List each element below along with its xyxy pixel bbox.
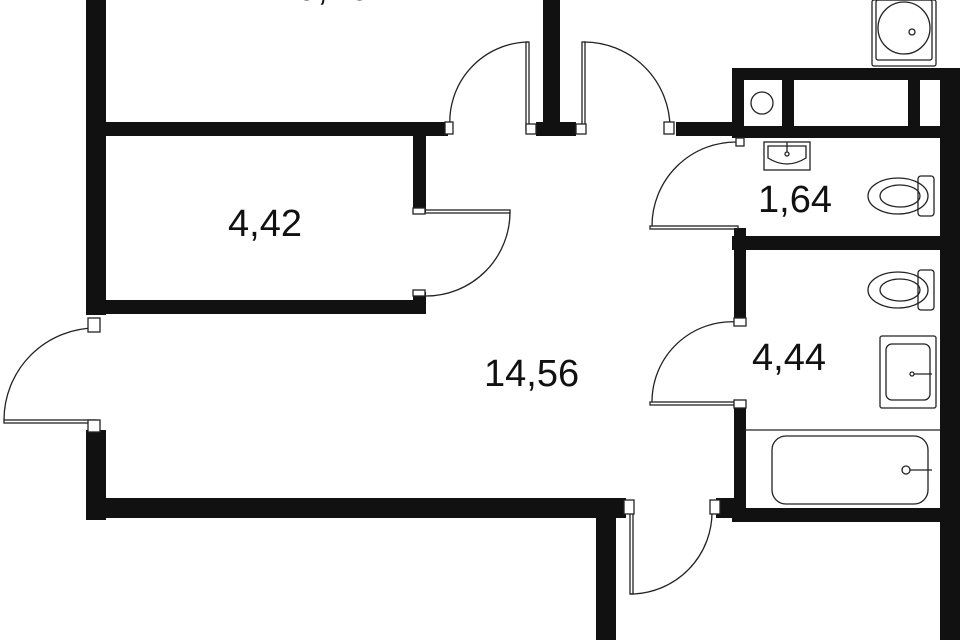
sink-icon <box>879 335 937 409</box>
bathtub-icon <box>744 429 940 505</box>
wall-storage-right-lower <box>413 292 426 302</box>
wall-utility-top <box>732 68 942 80</box>
wall-utility-mid2 <box>908 80 920 128</box>
area-labels: 20,10 7 4,42 1,64 14,56 4,44 <box>228 0 832 395</box>
washing-machine-icon <box>750 91 774 115</box>
room-area-label: 7 <box>734 0 755 9</box>
room-area-label: 4,42 <box>228 203 302 245</box>
door-swing-icon <box>412 207 511 297</box>
wall-bath-stub <box>716 498 736 518</box>
sink-icon <box>763 141 811 171</box>
room-area-label: 4,44 <box>752 337 826 379</box>
walls <box>86 0 960 640</box>
room-area-label: 14,56 <box>484 353 579 395</box>
wall-utility-bottom <box>732 126 942 138</box>
door-swing-icon <box>444 41 537 135</box>
wall-wc-left-mid <box>734 228 746 324</box>
wall-storage-right-upper <box>413 136 426 212</box>
room-area-label: 20,10 <box>275 0 370 9</box>
wall-bottom-stub <box>596 518 616 640</box>
wall-bath-bottom <box>732 508 942 522</box>
wall-top-middle-bottom <box>676 122 736 136</box>
wall-left-lower <box>86 430 106 520</box>
wall-utility-left <box>732 68 744 138</box>
room-area-label: 1,64 <box>758 179 832 221</box>
door-swing-icon <box>623 499 721 595</box>
wall-bath-left-lower <box>734 404 746 522</box>
door-swing-icon <box>3 317 101 433</box>
wall-utility-mid <box>782 80 794 128</box>
wall-right <box>940 68 960 640</box>
toilet-icon <box>867 269 935 311</box>
fixtures <box>744 0 940 505</box>
wall-top-partition <box>543 0 560 136</box>
wall-wc-bottom <box>732 236 942 250</box>
wall-top-partition-foot <box>536 122 576 136</box>
doors <box>3 41 747 595</box>
wall-left-upper <box>86 0 106 135</box>
door-swing-icon <box>649 317 747 409</box>
sink-icon <box>871 0 937 67</box>
wall-storage-top <box>106 122 448 136</box>
wall-left-storage <box>86 135 106 315</box>
wall-storage-bottom <box>106 300 426 314</box>
toilet-icon <box>867 175 935 217</box>
door-swing-icon <box>575 41 675 135</box>
wall-hall-bottom <box>86 498 626 518</box>
door-swing-icon <box>649 137 745 230</box>
